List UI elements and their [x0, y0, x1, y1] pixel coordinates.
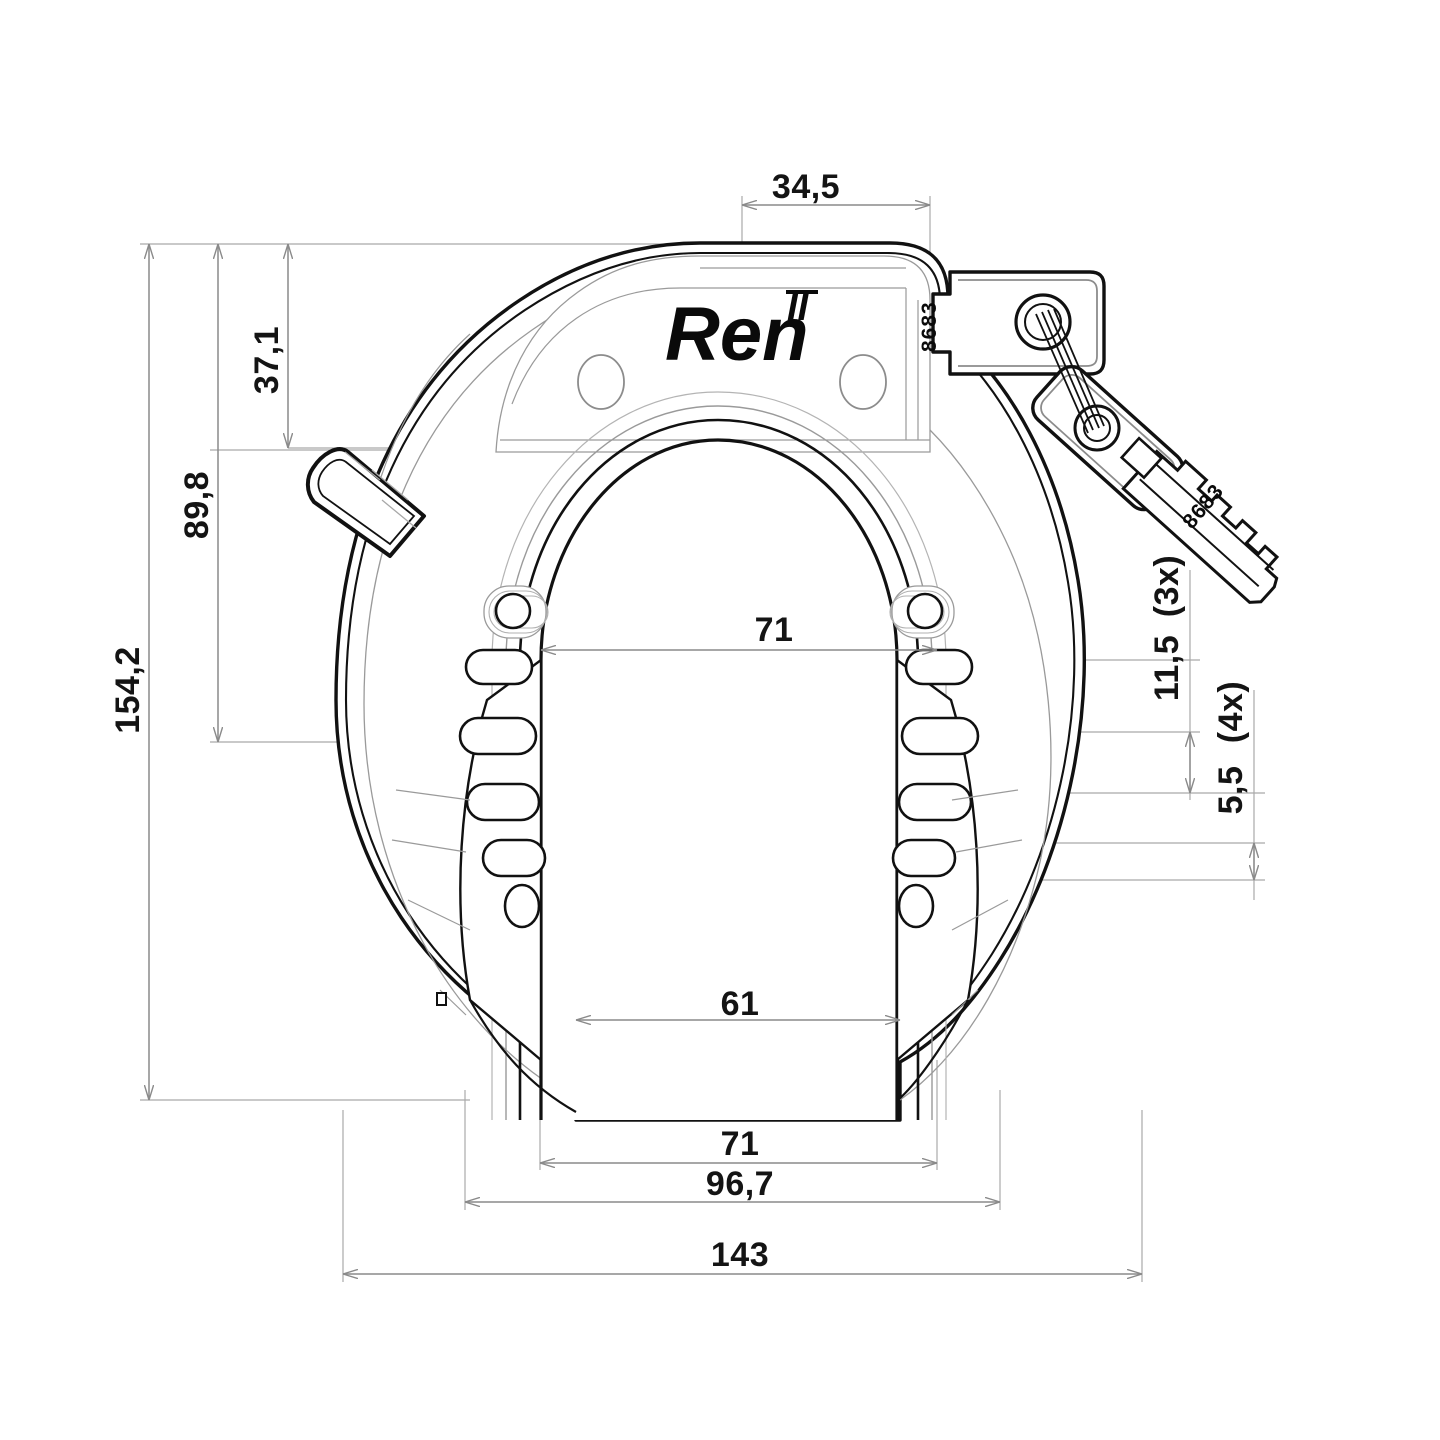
dim-label-3x: (3x): [1148, 555, 1186, 617]
key-code-on-body: 8683: [918, 301, 941, 352]
dim-label-37-1: 37,1: [248, 326, 286, 394]
dim-label-154-2: 154,2: [109, 646, 147, 734]
shackle-channel-outer: [518, 418, 920, 1120]
dimension-lines: [149, 205, 1254, 1274]
dim-label-89-8: 89,8: [178, 471, 216, 539]
arm-slots-right: [891, 648, 980, 929]
dim-label-61: 61: [721, 985, 760, 1023]
shell-bottom-ribs: [391, 789, 1023, 1016]
pivot-boss-right: [889, 585, 955, 639]
slot-left-1: [464, 648, 534, 686]
slot-left-4: [481, 838, 547, 878]
slot-right-round: [897, 883, 935, 929]
left-arm-notch: [436, 992, 447, 1006]
key-assembly: [931, 270, 1280, 604]
shackle-channel-hairline-a: [505, 405, 933, 1120]
dim-label-11-5: 11,5: [1148, 635, 1186, 701]
slot-right-3: [897, 782, 973, 822]
pivot-boss-left: [483, 585, 549, 639]
lock-inner-opening: [539, 438, 899, 1120]
dim-label-96-7: 96,7: [706, 1165, 774, 1203]
dim-label-34-5: 34,5: [772, 168, 840, 206]
face-boss-right: [839, 354, 887, 410]
slot-left-2: [458, 716, 538, 756]
dim-label-71-top: 71: [755, 611, 794, 649]
dim-label-143: 143: [711, 1236, 769, 1274]
dim-label-5-5: 5,5: [1212, 766, 1250, 815]
lock-outer-shell-inner-edge: [344, 251, 1076, 1112]
dim-label-71-bottom: 71: [721, 1125, 760, 1163]
arm-plate-left: [459, 657, 543, 1120]
frame-lock-body: [334, 241, 1086, 1122]
arm-plate-right: [895, 657, 979, 1120]
slot-left-3: [465, 782, 541, 822]
key-fob-hole-inner: [1083, 414, 1111, 442]
face-boss-left: [577, 354, 625, 410]
dim-label-4x: (4x): [1212, 681, 1250, 743]
arm-slots-left: [458, 648, 547, 929]
brand-logo-group: Ren II: [665, 287, 818, 377]
slot-right-2: [900, 716, 980, 756]
key-ring-inner: [1024, 303, 1062, 341]
slot-right-1: [904, 648, 974, 686]
slot-left-round: [503, 883, 541, 929]
brand-superscript-text: II: [787, 287, 810, 329]
key-blade: [1119, 436, 1280, 604]
shackle-channel-hairline-b: [491, 391, 947, 1120]
left-tip-edge: [469, 999, 577, 1113]
key-ring-wire: [1035, 308, 1105, 434]
left-latch-button: [305, 447, 426, 558]
brand-logo-text: Ren: [665, 292, 809, 377]
slot-right-4: [891, 838, 957, 878]
right-tip-edge: [897, 999, 969, 1101]
lock-shell-hairline-right: [899, 429, 1052, 1101]
cylinder-shroud-inner: [958, 279, 1098, 367]
